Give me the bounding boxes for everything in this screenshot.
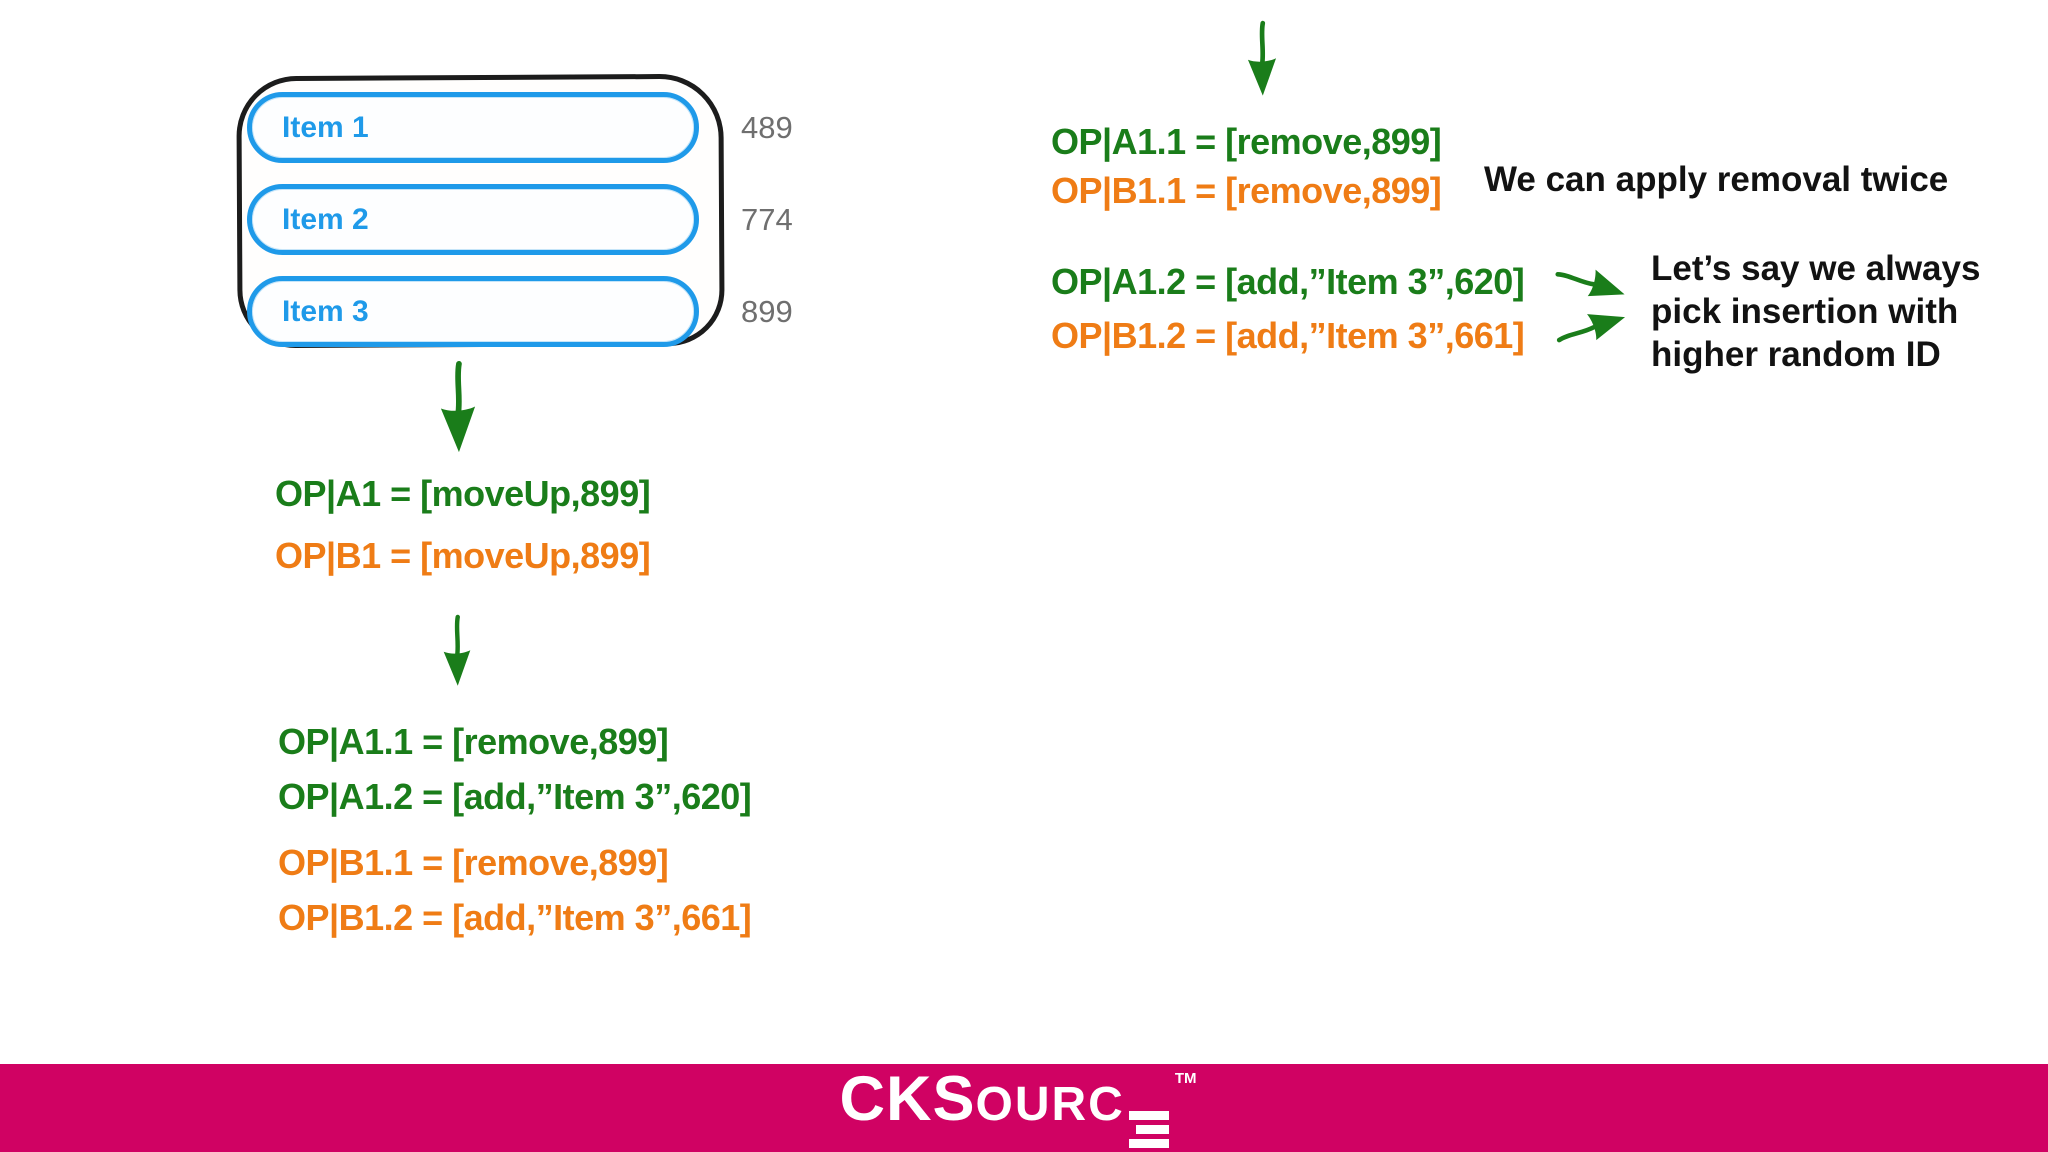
logo-text-primary: CKS — [839, 1064, 976, 1134]
trademark: TM — [1174, 1070, 1197, 1087]
list-item-label: Item 3 — [282, 294, 369, 328]
list-item-pill: Item 2 — [247, 184, 699, 255]
list-item-pill: Item 3 — [247, 276, 699, 347]
op-line-removal-a: OP|A1.1 = [remove,899] — [1051, 121, 1442, 162]
footer-bar: CKS OURC TM — [0, 1064, 2048, 1152]
list-item-label: Item 1 — [282, 110, 369, 144]
random-id-value: 774 — [741, 201, 793, 237]
arrow-right-icon — [1543, 292, 1641, 363]
list-item-label: Item 2 — [282, 202, 369, 236]
op-line-a1-1: OP|A1.1 = [remove,899] — [278, 721, 669, 762]
op-line-a1-2: OP|A1.2 = [add,”Item 3”,620] — [278, 776, 752, 817]
insertion-note-line: pick insertion with — [1651, 292, 1959, 331]
arrow-down-icon — [1233, 20, 1291, 98]
op-line-a1: OP|A1 = [moveUp,899] — [275, 473, 651, 514]
list-item: Item 1 489 — [247, 92, 793, 163]
insertion-note: Let’s say we always pick insertion with … — [1651, 247, 1980, 376]
op-line-removal-b: OP|B1.1 = [remove,899] — [1051, 170, 1442, 211]
insertion-note-line: Let’s say we always — [1651, 249, 1981, 288]
logo-text-secondary: OURC — [975, 1078, 1125, 1131]
op-line-b1-1: OP|B1.1 = [remove,899] — [278, 842, 669, 883]
logo-e-icon — [1128, 1111, 1169, 1148]
list-item: Item 3 899 — [247, 276, 793, 347]
insertion-note-line: higher random ID — [1651, 335, 1941, 374]
cksource-logo: CKS OURC TM — [839, 1064, 1197, 1148]
op-line-b1: OP|B1 = [moveUp,899] — [275, 535, 651, 576]
random-id-value: 489 — [741, 109, 793, 145]
op-line-b1-2: OP|B1.2 = [add,”Item 3”,661] — [278, 897, 752, 938]
op-line-insertion-a: OP|A1.2 = [add,”Item 3”,620] — [1051, 261, 1525, 302]
op-line-insertion-b: OP|B1.2 = [add,”Item 3”,661] — [1051, 315, 1525, 356]
list-item: Item 2 774 — [247, 184, 793, 255]
removal-note: We can apply removal twice — [1484, 160, 1949, 199]
list-item-pill: Item 1 — [247, 92, 699, 163]
arrow-down-icon — [428, 360, 488, 455]
item-list-rows: Item 1 489 Item 2 774 Item 3 899 — [247, 92, 793, 347]
random-id-value: 899 — [741, 293, 793, 329]
arrow-down-icon — [429, 614, 485, 688]
